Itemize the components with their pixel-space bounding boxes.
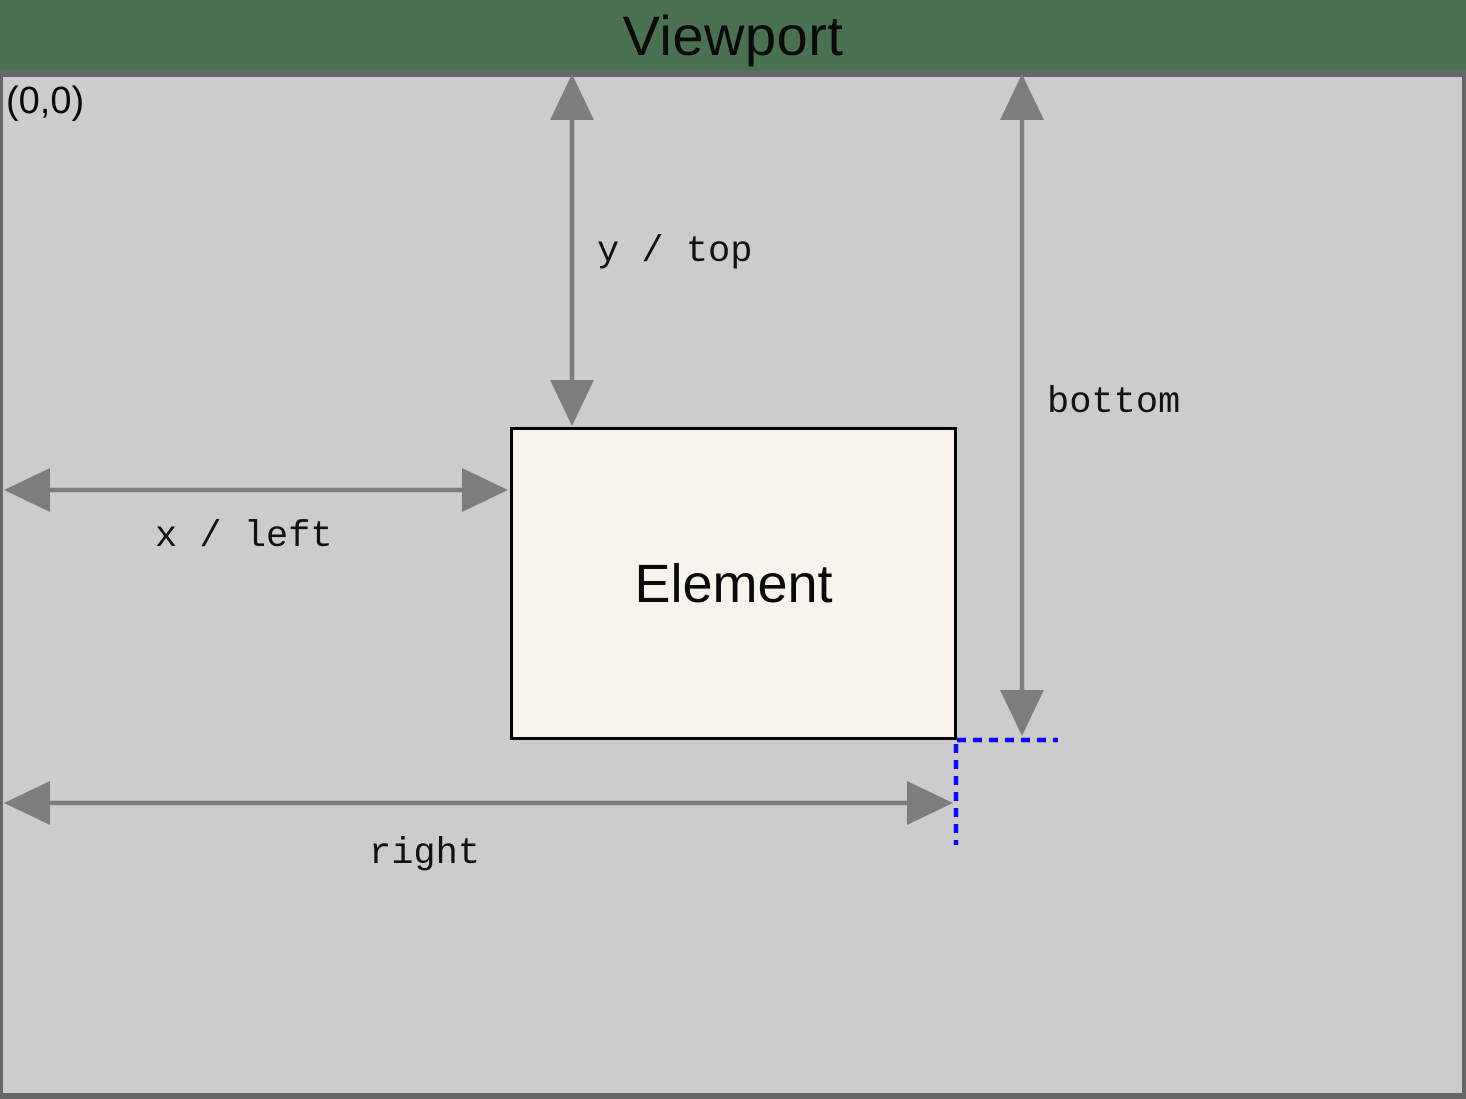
label-x-left: x / left — [155, 516, 333, 558]
element-box: Element — [510, 427, 957, 740]
label-bottom: bottom — [1047, 382, 1181, 424]
viewport-title-band: Viewport — [0, 0, 1466, 71]
label-right: right — [369, 833, 481, 875]
page-title: Viewport — [622, 4, 844, 67]
label-y-top: y / top — [597, 231, 753, 273]
element-label: Element — [634, 553, 833, 614]
origin-label: (0,0) — [6, 80, 85, 122]
